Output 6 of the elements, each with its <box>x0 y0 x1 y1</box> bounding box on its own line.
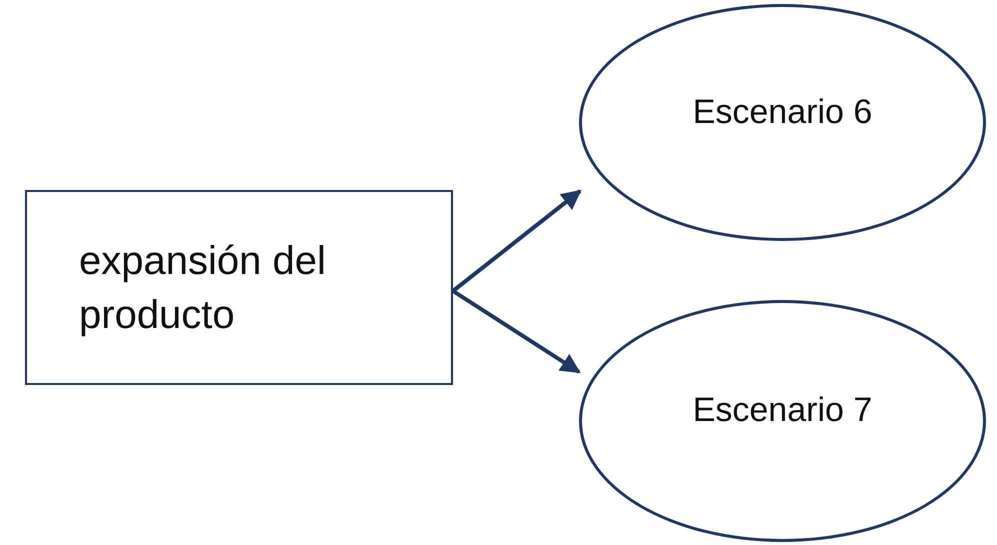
node-label: Escenario 7 <box>692 390 872 432</box>
node-label: Escenario 6 <box>692 92 872 133</box>
arrow <box>452 189 582 293</box>
process-box <box>25 190 453 385</box>
arrow <box>452 289 581 374</box>
node-label: expansión del producto <box>79 238 327 338</box>
